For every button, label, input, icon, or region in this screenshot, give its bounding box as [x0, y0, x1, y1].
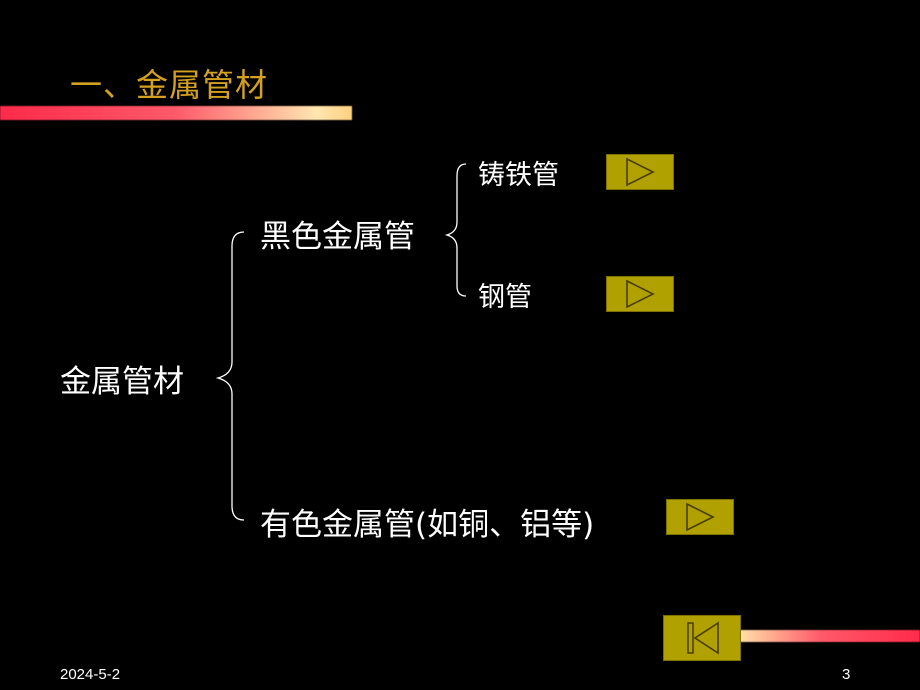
tree-root-label: 金属管材: [60, 364, 184, 400]
page-number: 3: [842, 666, 851, 683]
nonferrous-pipe-label: 有色金属管(如铜、铝等): [260, 507, 595, 543]
play-triangle-icon: [686, 502, 715, 532]
decorative-bar-bottom: [740, 630, 920, 642]
slide-title: 一、金属管材: [70, 66, 269, 104]
root-brace: [215, 231, 245, 521]
play-triangle-icon: [626, 279, 655, 309]
first-slide-button[interactable]: [663, 615, 741, 661]
decorative-bar-top: [0, 106, 352, 120]
cast-iron-play-button[interactable]: [606, 154, 674, 190]
steel-pipe-label: 钢管: [478, 282, 532, 313]
steel-play-button[interactable]: [606, 276, 674, 312]
skip-to-first-icon: [687, 621, 719, 655]
cast-iron-pipe-label: 铸铁管: [478, 160, 559, 191]
ferrous-pipe-label: 黑色金属管: [260, 219, 415, 255]
ferrous-brace: [444, 163, 467, 297]
footer-date: 2024-5-2: [60, 666, 121, 683]
nonferrous-play-button[interactable]: [666, 499, 734, 535]
play-triangle-icon: [626, 157, 655, 187]
